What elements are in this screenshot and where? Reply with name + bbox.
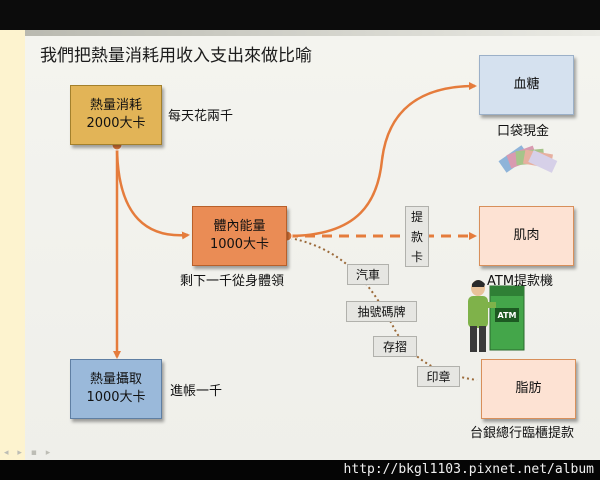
node-blood-sugar: 血糖	[479, 55, 574, 115]
slide-sidebar	[0, 30, 25, 460]
node-muscle: 肌肉	[479, 206, 574, 266]
tag-passbook: 存摺	[373, 336, 417, 357]
footer-url: http://bkgl1103.pixnet.net/album	[343, 462, 594, 477]
arrow-energy-to-blood-sugar	[287, 82, 477, 238]
node-fat: 脂肪	[481, 359, 576, 419]
arrow-expenditure-to-energy	[115, 144, 190, 240]
slide-title: 我們把熱量消耗用收入支出來做比喻	[40, 46, 312, 66]
slide-top-band	[25, 30, 600, 36]
atm-illustration	[468, 280, 525, 352]
node-expenditure: 熱量消耗 2000大卡	[70, 85, 162, 145]
tag-seal: 印章	[417, 366, 460, 387]
footer-bar: http://bkgl1103.pixnet.net/album	[0, 460, 600, 480]
tag-queue-ticket: 抽號碼牌	[346, 301, 417, 322]
label-income: 進帳一千	[170, 384, 223, 399]
tag-car: 汽車	[347, 264, 389, 285]
flow-arrows: ATM	[111, 82, 558, 381]
label-remaining: 剩下一千從身體領	[180, 274, 285, 289]
label-daily-spend: 每天花兩千	[168, 109, 234, 124]
label-atm: ATM提款機	[487, 274, 554, 289]
slide-nav-controls[interactable]: ◂ ▸ ▪ ▸	[4, 448, 54, 458]
node-body-energy: 體內能量 1000大卡	[192, 206, 287, 266]
label-bank-counter: 台銀總行臨櫃提款	[470, 426, 575, 441]
node-intake: 熱量攝取 1000大卡	[70, 359, 162, 419]
label-pocket-cash: 口袋現金	[497, 124, 550, 139]
slide: 我們把熱量消耗用收入支出來做比喻	[0, 30, 600, 460]
atm-sign-text: ATM	[498, 311, 517, 320]
cash-image	[498, 145, 558, 173]
tag-withdraw-card: 提 款 卡	[405, 206, 429, 267]
